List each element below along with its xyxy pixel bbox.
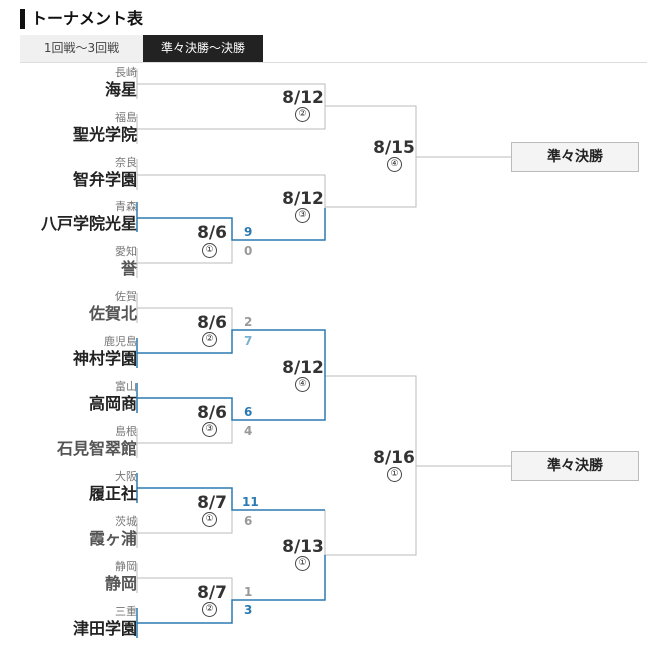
team-prefecture: 三重: [115, 605, 137, 618]
game-date: 8/16: [373, 448, 415, 468]
team-entry: 茨城 霞ヶ浦: [89, 515, 137, 549]
tab-quarterfinal-final[interactable]: 準々決勝～決勝: [143, 35, 263, 62]
team-prefecture: 愛知: [115, 245, 137, 258]
winner-line: [136, 473, 325, 511]
score-winner: 11: [242, 495, 259, 509]
team-name: 静岡: [104, 574, 137, 593]
team-entry: 長崎 海星: [105, 66, 137, 100]
team-name: 誉: [120, 259, 137, 278]
bracket-line: [137, 510, 233, 534]
team-name: 佐賀北: [88, 304, 137, 323]
game-number: ②: [295, 107, 310, 122]
score-loser: 0: [244, 244, 253, 258]
team-name: 聖光学院: [72, 125, 137, 144]
team-prefecture: 奈良: [115, 156, 137, 169]
bracket-line: [137, 307, 233, 330]
game-date: 8/7: [197, 583, 227, 603]
team-prefecture: 福島: [115, 111, 137, 124]
quarterfinal-box[interactable]: 準々決勝: [511, 451, 639, 481]
bracket-line: [137, 174, 326, 208]
team-prefecture: 青森: [115, 200, 137, 213]
team-entry: 愛知 誉: [115, 245, 137, 279]
game-date: 8/6: [197, 313, 227, 333]
bracket-line: [137, 420, 233, 444]
tab-round1-3[interactable]: 1回戦～3回戦: [20, 35, 143, 62]
team-name: 石見智翠館: [56, 439, 137, 458]
bracket-line: [137, 577, 233, 600]
game-number: ④: [387, 157, 402, 172]
team-prefecture: 大阪: [115, 470, 137, 483]
team-entry: 鹿児島 神村学園: [73, 335, 137, 369]
game-number: ①: [387, 467, 402, 482]
game-date: 8/7: [197, 493, 227, 513]
game-number: ②: [202, 332, 217, 347]
team-name: 津田学園: [72, 619, 137, 638]
team-prefecture: 鹿児島: [104, 335, 137, 348]
team-name: 霞ヶ浦: [88, 529, 137, 548]
team-prefecture: 静岡: [115, 560, 137, 573]
team-entry: 大阪 履正社: [89, 470, 137, 504]
score-winner: 3: [244, 603, 253, 617]
winner-line: [136, 202, 326, 241]
game-number: ①: [202, 243, 217, 258]
score-winner: 7: [244, 334, 253, 348]
score-loser: 6: [244, 514, 253, 528]
game-number: ②: [202, 602, 217, 617]
team-entry: 静岡 静岡: [105, 560, 137, 594]
round-tabs: 1回戦～3回戦 準々決勝～決勝: [20, 35, 263, 62]
game-number: ①: [295, 556, 310, 571]
team-name: 八戸学院光星: [40, 214, 137, 233]
bracket-line: [137, 240, 233, 264]
team-entry: 奈良 智弁学園: [73, 156, 137, 190]
score-loser: 4: [244, 424, 253, 438]
team-entry: 青森 八戸学院光星: [41, 200, 137, 234]
winner-line: [136, 555, 326, 638]
game-date: 8/12: [282, 189, 324, 209]
game-date: 8/12: [282, 88, 324, 108]
game-date: 8/15: [373, 138, 415, 158]
winner-line: [136, 329, 326, 376]
tab-divider: [20, 62, 647, 63]
game-number: ④: [295, 377, 310, 392]
score-loser: 2: [244, 315, 253, 329]
page-title: トーナメント表: [31, 9, 144, 28]
team-name: 高岡商: [88, 394, 137, 413]
team-prefecture: 島根: [115, 425, 137, 438]
team-name: 履正社: [88, 484, 137, 503]
team-name: 海星: [104, 80, 137, 99]
score-loser: 1: [244, 585, 253, 599]
game-date: 8/13: [282, 537, 324, 557]
team-entry: 三重 津田学園: [73, 605, 137, 639]
team-prefecture: 佐賀: [115, 290, 137, 303]
winner-line: [136, 376, 326, 421]
team-name: 神村学園: [72, 349, 137, 368]
title-accent-bar: [20, 9, 25, 29]
score-winner: 9: [244, 225, 253, 239]
team-entry: 富山 高岡商: [89, 380, 137, 414]
score-winner: 6: [244, 405, 253, 419]
team-prefecture: 富山: [115, 380, 137, 393]
team-prefecture: 長崎: [115, 66, 137, 79]
team-entry: 島根 石見智翠館: [57, 425, 137, 459]
quarterfinal-box[interactable]: 準々決勝: [511, 142, 639, 172]
game-number: ③: [202, 422, 217, 437]
team-entry: 福島 聖光学院: [73, 111, 137, 145]
team-name: 智弁学園: [72, 170, 137, 189]
team-entry: 佐賀 佐賀北: [89, 290, 137, 324]
team-prefecture: 茨城: [115, 515, 137, 528]
game-date: 8/6: [197, 403, 227, 423]
game-number: ①: [202, 512, 217, 527]
game-date: 8/12: [282, 358, 324, 378]
game-number: ③: [295, 208, 310, 223]
game-date: 8/6: [197, 223, 227, 243]
